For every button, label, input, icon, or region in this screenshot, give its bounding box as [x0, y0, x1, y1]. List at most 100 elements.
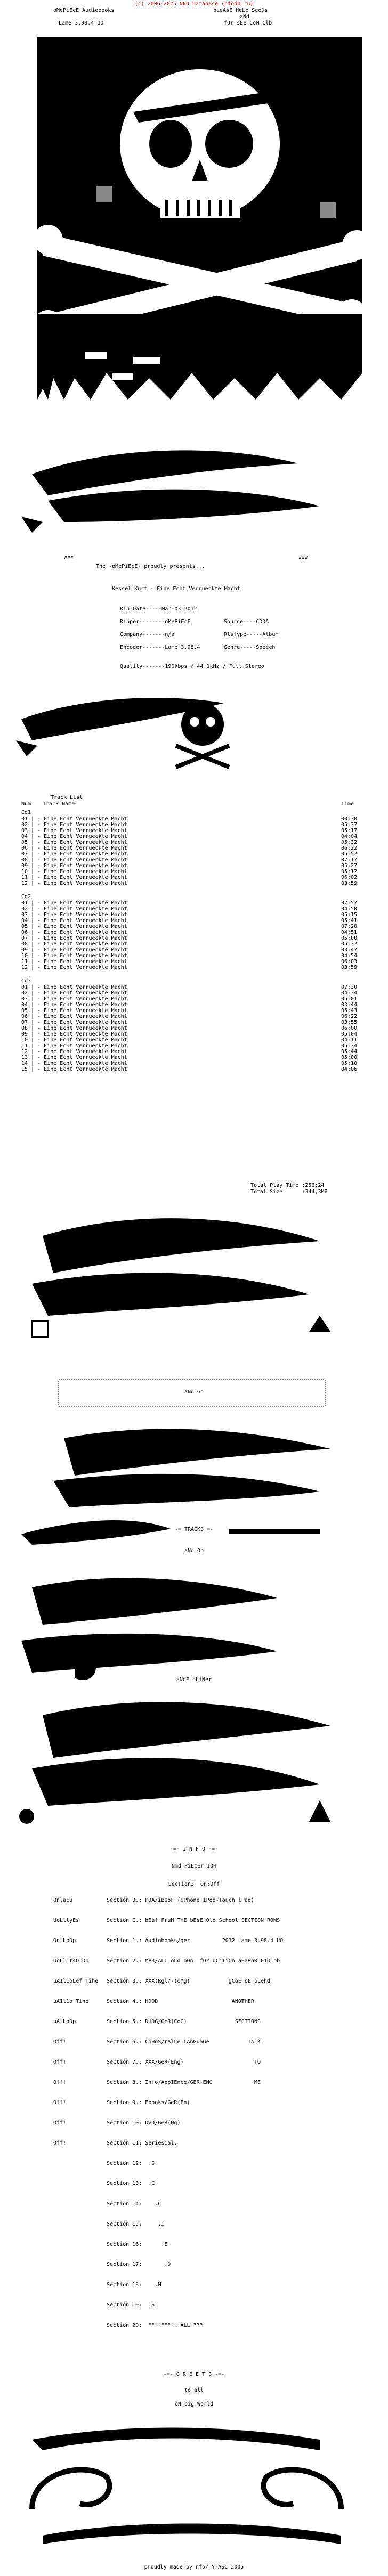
info-section-line: Section 7.: XXX/GeR(Eng) TO	[107, 2059, 261, 2065]
tracks-sub: aNd Ob	[184, 1548, 204, 1554]
tracks-sword	[21, 1520, 320, 1545]
track-number: 06 | -	[21, 845, 44, 851]
track-number: 03 | -	[21, 996, 44, 1002]
info-status: Off!	[53, 2140, 67, 2146]
track-number: 15 | -	[21, 1066, 44, 1072]
brand-left: oMePiEcE Audiobooks	[53, 7, 115, 13]
info-section-line: Section 20: """"""""" ALL ???	[107, 2322, 203, 2328]
notes-sub: aNoE oLiNer	[176, 1677, 212, 1683]
info-status: UoLl1t4O Ob	[53, 1958, 89, 1964]
info-section-line: Section 14: .C	[107, 2201, 161, 2207]
track-time: 06:02	[341, 875, 358, 881]
skull-flag-art	[33, 37, 372, 400]
info-section-line: Section 19: .S	[107, 2302, 155, 2308]
info-status: Off!	[53, 2120, 67, 2126]
track-row: 01 | - Eine Echt Verrueckte Macht	[21, 816, 127, 822]
total-play-time: Total Play Time :256:24	[250, 1183, 325, 1188]
track-name: Eine Echt Verrueckte Macht	[44, 1037, 127, 1043]
track-name: Eine Echt Verrueckte Macht	[44, 863, 127, 869]
track-name: Eine Echt Verrueckte Macht	[44, 857, 127, 863]
track-row: 07 | - Eine Echt Verrueckte Macht	[21, 851, 127, 858]
track-time: 07:57	[341, 900, 358, 906]
brand-left-sub: Lame 3.98.4 UO	[59, 20, 104, 26]
track-number: 10 | -	[21, 1037, 44, 1043]
brand-right-2: aNd	[240, 14, 250, 20]
tracks-label: -= TRACKS =-	[174, 1527, 214, 1532]
track-row: 07 | - Eine Echt Verrueckte Macht	[21, 935, 127, 942]
track-number: 02 | -	[21, 906, 44, 912]
track-row: 03 | - Eine Echt Verrueckte Macht	[21, 828, 127, 834]
track-number: 09 | -	[21, 1031, 44, 1037]
track-row: 01 | - Eine Echt Verrueckte Macht	[21, 984, 127, 991]
track-time: 03:59	[341, 965, 358, 971]
greets-label: -=- G R E E T S -=-	[163, 2371, 225, 2377]
track-row: 02 | - Eine Echt Verrueckte Macht	[21, 822, 127, 828]
track-number: 11 | -	[21, 875, 44, 881]
info-ripdate: Rip-Date-----Mar-03-2012	[120, 606, 197, 612]
hash-left: ###	[64, 555, 74, 561]
track-time: 03:55	[341, 1020, 358, 1025]
col-name: Track Name	[43, 801, 75, 807]
info-sub2: SecTion3 On:Off	[168, 1881, 220, 1887]
brand-right-3: fOr sEe CoM Clb	[224, 20, 272, 26]
track-number: 01 | -	[21, 816, 44, 822]
presents-line: The -oMePiEcE- proudly presents...	[96, 564, 205, 569]
track-row: 15 | - Eine Echt Verrueckte Macht	[21, 1066, 127, 1073]
total-size: Total Size :344,3MB	[250, 1189, 328, 1195]
notes-art	[21, 1578, 277, 1680]
track-number: 10 | -	[21, 953, 44, 959]
track-number: 05 | -	[21, 839, 44, 845]
track-time: 04:50	[341, 906, 358, 912]
track-number: 06 | -	[21, 1014, 44, 1020]
info-status: UoLltyEs	[53, 1918, 79, 1923]
cd-header: Cd3	[21, 978, 31, 984]
track-name: Eine Echt Verrueckte Macht	[44, 828, 127, 834]
track-time: 00:30	[341, 816, 358, 822]
track-row: 02 | - Eine Echt Verrueckte Macht	[21, 906, 127, 912]
track-row: 12 | - Eine Echt Verrueckte Macht	[21, 965, 127, 971]
track-row: 09 | - Eine Echt Verrueckte Macht	[21, 947, 127, 953]
and-go-box	[58, 1379, 326, 1407]
track-name: Eine Echt Verrueckte Macht	[44, 947, 127, 953]
track-row: 09 | - Eine Echt Verrueckte Macht	[21, 863, 127, 869]
track-time: 07:30	[341, 984, 358, 990]
track-time: 05:32	[341, 941, 358, 947]
info-status: Off!	[53, 2100, 67, 2106]
track-time: 05:41	[341, 918, 358, 924]
track-row: 06 | - Eine Echt Verrueckte Macht	[21, 930, 127, 936]
track-time: 04:04	[341, 834, 358, 839]
greets-sub2: oN big World	[174, 2401, 214, 2407]
track-number: 09 | -	[21, 863, 44, 869]
track-time: 04:06	[341, 1066, 358, 1072]
track-name: Eine Echt Verrueckte Macht	[44, 935, 127, 941]
track-time: 04:11	[341, 1037, 358, 1043]
track-name: Eine Echt Verrueckte Macht	[44, 924, 127, 930]
track-name: Eine Echt Verrueckte Macht	[44, 984, 127, 990]
track-time: 05:17	[341, 828, 358, 834]
info-section-line: Section 17: .D	[107, 2262, 171, 2268]
track-number: 07 | -	[21, 851, 44, 857]
info-section-line: Section 0.: PDA/iBOoF (iPhone iPod-Touch…	[107, 1897, 254, 1903]
track-row: 10 | - Eine Echt Verrueckte Macht	[21, 869, 127, 875]
track-number: 02 | -	[21, 822, 44, 828]
track-name: Eine Echt Verrueckte Macht	[44, 869, 127, 875]
info-section-line: Section 13: .C	[107, 2181, 155, 2187]
info-section-line: Section 18: .M	[107, 2282, 161, 2288]
release-title: Kessel Kurt - Eine Echt Verrueckte Macht	[112, 586, 240, 592]
track-time: 06:00	[341, 1025, 358, 1031]
info-status: OnlLoDp	[53, 1938, 76, 1944]
track-time: 06:22	[341, 845, 358, 851]
cd-header: Cd1	[21, 810, 31, 816]
and-go-label: aNd Go	[184, 1389, 204, 1395]
track-row: 12 | - Eine Echt Verrueckte Macht	[21, 881, 127, 887]
info-status: Off!	[53, 2059, 67, 2065]
track-name: Eine Echt Verrueckte Macht	[44, 1055, 127, 1061]
track-number: 01 | -	[21, 900, 44, 906]
track-name: Eine Echt Verrueckte Macht	[44, 1061, 127, 1066]
track-time: 03:47	[341, 947, 358, 953]
track-number: 08 | -	[21, 941, 44, 947]
footer-art	[29, 2427, 344, 2544]
info-section-line: Section 16: .E	[107, 2241, 168, 2247]
track-number: 08 | -	[21, 1025, 44, 1031]
track-number: 11 | -	[21, 959, 44, 965]
